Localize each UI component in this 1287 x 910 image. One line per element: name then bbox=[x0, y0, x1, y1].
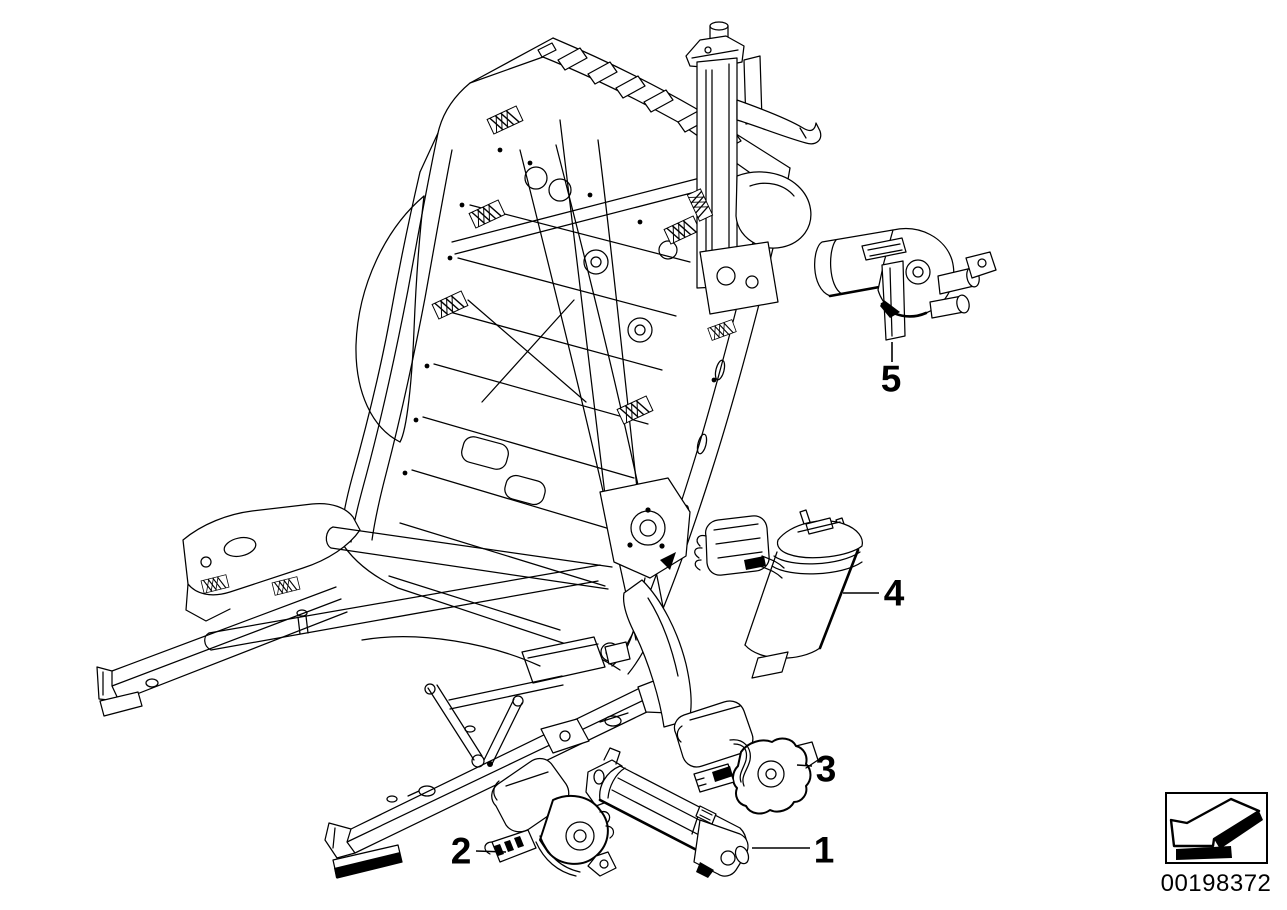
callout-label-2[interactable]: 2 bbox=[450, 830, 472, 872]
document-number: 00198372 bbox=[1160, 870, 1272, 897]
callout-leaders bbox=[475, 342, 893, 853]
callout-label-5[interactable]: 5 bbox=[880, 358, 902, 400]
motor-part-3-drawing[interactable] bbox=[673, 700, 819, 815]
motor-part-1-drawing[interactable] bbox=[585, 747, 751, 878]
callout-label-3[interactable]: 3 bbox=[815, 748, 837, 790]
callout-label-4[interactable]: 4 bbox=[883, 572, 905, 614]
motor-part-4-drawing[interactable] bbox=[694, 509, 863, 679]
direction-arrow-icon bbox=[1169, 797, 1263, 860]
motor-part-2-drawing[interactable] bbox=[484, 757, 617, 877]
callout-label-1[interactable]: 1 bbox=[813, 829, 835, 871]
callout-leader-2 bbox=[475, 850, 507, 853]
stamp-box bbox=[1165, 792, 1268, 864]
seat-base-frame-drawing bbox=[96, 502, 692, 879]
callout-leader-3 bbox=[796, 764, 813, 767]
headrest-guide-column-drawing bbox=[685, 21, 822, 341]
motor-part-5-drawing[interactable] bbox=[814, 228, 997, 341]
